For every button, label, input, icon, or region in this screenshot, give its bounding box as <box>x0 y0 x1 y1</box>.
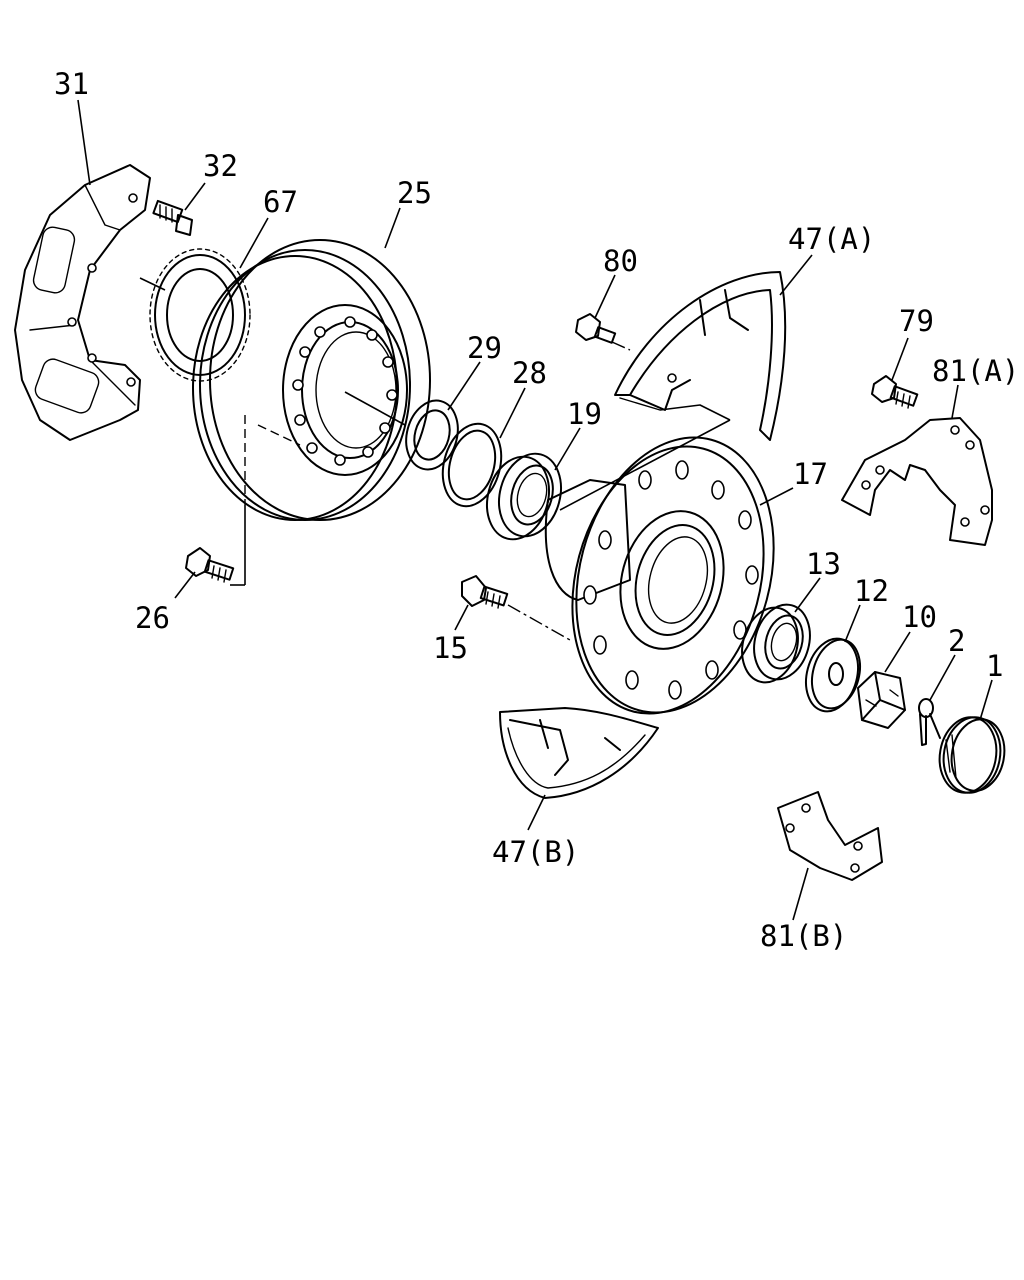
label-26: 26 <box>135 601 170 635</box>
label-31: 31 <box>54 67 89 101</box>
label-29: 29 <box>467 331 502 365</box>
label-28: 28 <box>512 356 547 390</box>
part-26-bolt <box>185 547 235 583</box>
label-2: 2 <box>948 624 965 658</box>
part-79-bolt <box>871 375 919 409</box>
label-13: 13 <box>806 547 841 581</box>
part-28-ring <box>441 422 503 508</box>
label-17: 17 <box>793 457 828 491</box>
part-81a-plate <box>841 417 993 546</box>
part-47a-shield <box>614 271 787 441</box>
part-2-cotter-pin <box>918 698 941 746</box>
part-25-brake-disc <box>192 239 431 521</box>
label-15: 15 <box>433 631 468 665</box>
part-13-bearing <box>741 603 811 684</box>
part-32-bolt <box>152 199 193 236</box>
label-1: 1 <box>986 649 1003 683</box>
part-80-bolt <box>575 313 617 344</box>
part-31-dust-shield <box>14 164 151 441</box>
label-81a: 81(A) <box>932 354 1019 388</box>
label-10: 10 <box>902 600 937 634</box>
part-1-hub-cap <box>938 716 1006 794</box>
label-81b: 81(B) <box>760 919 847 953</box>
label-32: 32 <box>203 149 238 183</box>
part-17-hub <box>544 436 775 715</box>
leader-lines <box>77 99 993 921</box>
label-12: 12 <box>854 574 889 608</box>
label-67: 67 <box>263 185 298 219</box>
label-47a: 47(A) <box>788 222 875 256</box>
label-25: 25 <box>397 176 432 210</box>
part-10-castle-nut <box>857 671 906 729</box>
part-15-stud <box>461 575 509 609</box>
part-29-seal <box>405 399 459 471</box>
label-80: 80 <box>603 244 638 278</box>
label-19: 19 <box>567 397 602 431</box>
label-47b: 47(B) <box>492 835 579 869</box>
label-79: 79 <box>899 304 934 338</box>
part-47b-shield <box>499 707 659 799</box>
part-81b-plate <box>777 791 883 881</box>
